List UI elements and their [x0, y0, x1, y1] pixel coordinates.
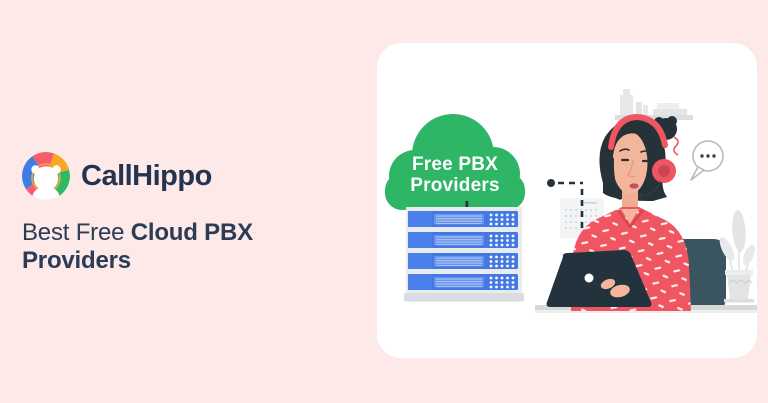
page-title-prefix: Best Free	[22, 219, 131, 246]
headset-mic-icon	[641, 181, 662, 198]
page-title-emphasis: Cloud PBX Providers	[22, 219, 253, 274]
bun-ribbon	[673, 136, 679, 156]
plant-icon	[719, 210, 755, 303]
shelf-icon	[615, 89, 693, 120]
brand-name: CallHippo	[81, 159, 212, 192]
server-row	[408, 253, 518, 269]
agent-hands	[600, 278, 630, 298]
cloud-icon: Free PBX Providers	[381, 110, 529, 214]
server-row	[408, 211, 518, 227]
page-title: Best Free Cloud PBX Providers	[22, 219, 367, 274]
server-row	[408, 274, 518, 290]
server-row	[408, 232, 518, 248]
cloud-label-line1: Free PBX	[412, 154, 498, 175]
callhippo-logo-icon	[22, 152, 70, 200]
left-panel: CallHippo Best Free Cloud PBX Providers	[22, 152, 367, 274]
brand-row: CallHippo	[22, 152, 367, 200]
server-stack	[404, 207, 524, 302]
pbx-illustration: Free PBX Providers	[381, 89, 757, 313]
illustration-card: Free PBX Providers	[377, 43, 757, 358]
headset-band-icon	[608, 113, 668, 150]
speech-bubble-icon	[690, 140, 724, 181]
cloud-label-line2: Providers	[410, 175, 499, 196]
